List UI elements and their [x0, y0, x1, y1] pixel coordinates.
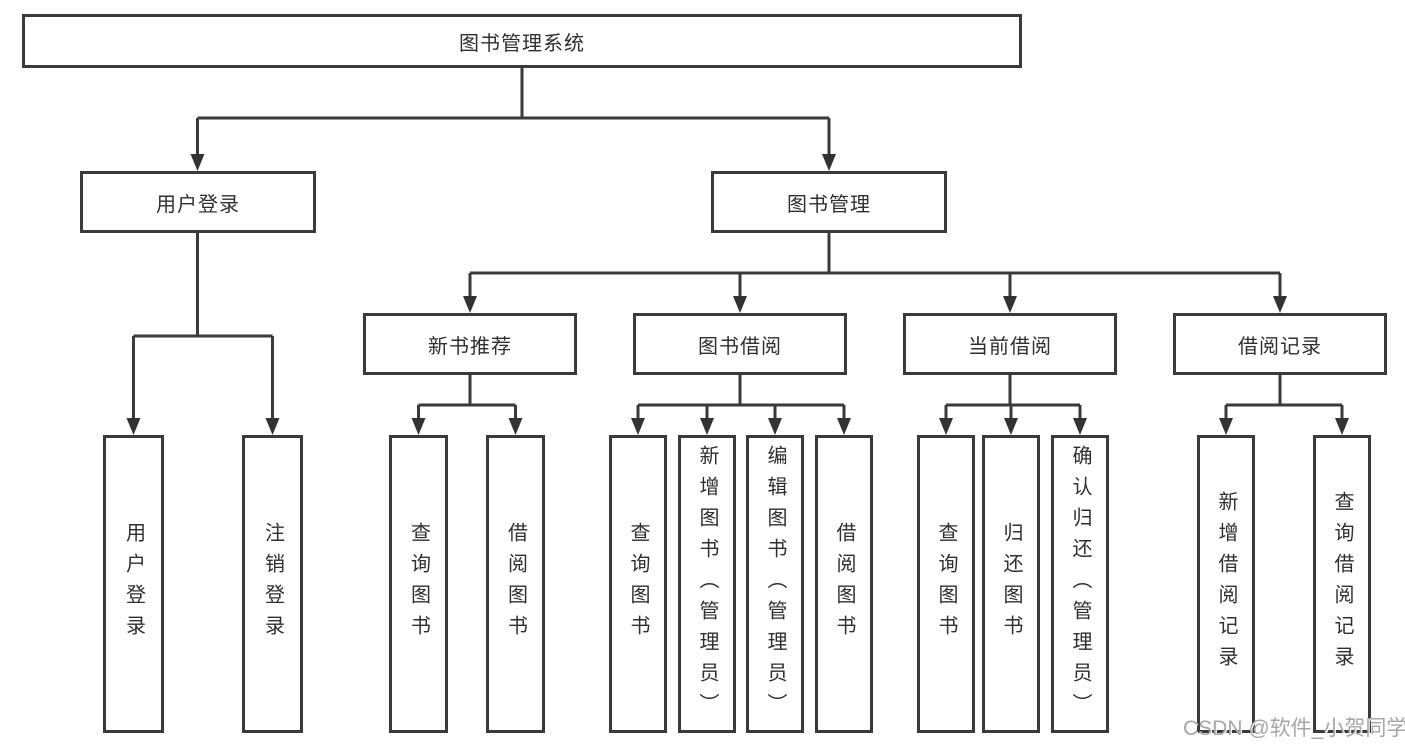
leaf-query-books-3: 查询图书 [917, 435, 975, 733]
connector-root-to-level2 [190, 68, 836, 171]
leaf-logout: 注销登录 [242, 435, 303, 733]
leaf-borrow-books-2: 借阅图书 [815, 435, 873, 733]
arrowhead-icon [700, 418, 714, 435]
connector-book-borrow-branch [631, 375, 851, 435]
arrowhead-icon [1004, 418, 1018, 435]
arrowhead-icon [190, 154, 205, 171]
arrowhead-icon [733, 296, 747, 313]
arrowhead-icon [837, 418, 851, 435]
leaf-label: 查询图书 [935, 522, 957, 646]
leaf-label: 查询图书 [407, 522, 430, 646]
leaf-return-books: 归还图书 [982, 435, 1040, 733]
leaf-label: 借阅图书 [504, 522, 527, 646]
arrowhead-icon [126, 418, 141, 435]
leaf-user-login: 用户登录 [103, 435, 164, 733]
arrowhead-icon [508, 418, 523, 435]
arrowhead-icon [1273, 296, 1287, 313]
arrowhead-icon [1219, 418, 1233, 435]
connector-book-management-branch [463, 233, 1287, 313]
connector-borrow-record-branch [1219, 375, 1349, 435]
arrowhead-icon [1335, 418, 1349, 435]
leaf-query-borrow-record: 查询借阅记录 [1313, 435, 1371, 733]
leaf-label: 查询借阅记录 [1331, 491, 1353, 677]
leaf-confirm-return-admin: 确认归还（管理员） [1051, 435, 1109, 733]
leaf-label: 新增借阅记录 [1215, 491, 1237, 677]
node-current-borrow: 当前借阅 [903, 313, 1117, 375]
leaf-label: 编辑图书（管理员） [764, 444, 786, 724]
arrowhead-icon [411, 418, 426, 435]
leaf-borrow-books-1: 借阅图书 [486, 435, 545, 733]
leaf-query-books-1: 查询图书 [389, 435, 448, 733]
arrowhead-icon [1003, 296, 1017, 313]
arrowhead-icon [463, 296, 477, 313]
leaf-label: 注销登录 [261, 522, 284, 646]
leaf-label: 确认归还（管理员） [1069, 444, 1091, 724]
node-book-management: 图书管理 [711, 171, 947, 233]
arrowhead-icon [768, 418, 782, 435]
leaf-label: 归还图书 [1000, 522, 1022, 646]
leaf-label: 用户登录 [122, 522, 145, 646]
leaf-label: 查询图书 [627, 522, 649, 646]
node-user-login: 用户登录 [80, 171, 316, 233]
arrowhead-icon [631, 418, 645, 435]
arrowhead-icon [1073, 418, 1087, 435]
arrowhead-icon [939, 418, 953, 435]
leaf-edit-books-admin: 编辑图书（管理员） [746, 435, 804, 733]
arrowhead-icon [822, 154, 836, 171]
leaf-query-books-2: 查询图书 [609, 435, 667, 733]
leaf-add-borrow-record: 新增借阅记录 [1197, 435, 1255, 733]
csdn-watermark: CSDN @软件_小贺同学 [1183, 717, 1405, 740]
connector-user-login-branch [126, 233, 280, 435]
connector-current-borrow-branch [939, 375, 1087, 435]
connector-new-book-branch [411, 375, 523, 435]
node-borrow-record: 借阅记录 [1173, 313, 1387, 375]
node-new-book-recommend: 新书推荐 [363, 313, 577, 375]
leaf-add-books-admin: 新增图书（管理员） [678, 435, 736, 733]
node-root-system: 图书管理系统 [22, 14, 1022, 68]
node-book-borrow: 图书借阅 [633, 313, 847, 375]
leaf-label: 新增图书（管理员） [696, 444, 718, 724]
arrowhead-icon [265, 418, 280, 435]
leaf-label: 借阅图书 [833, 522, 855, 646]
